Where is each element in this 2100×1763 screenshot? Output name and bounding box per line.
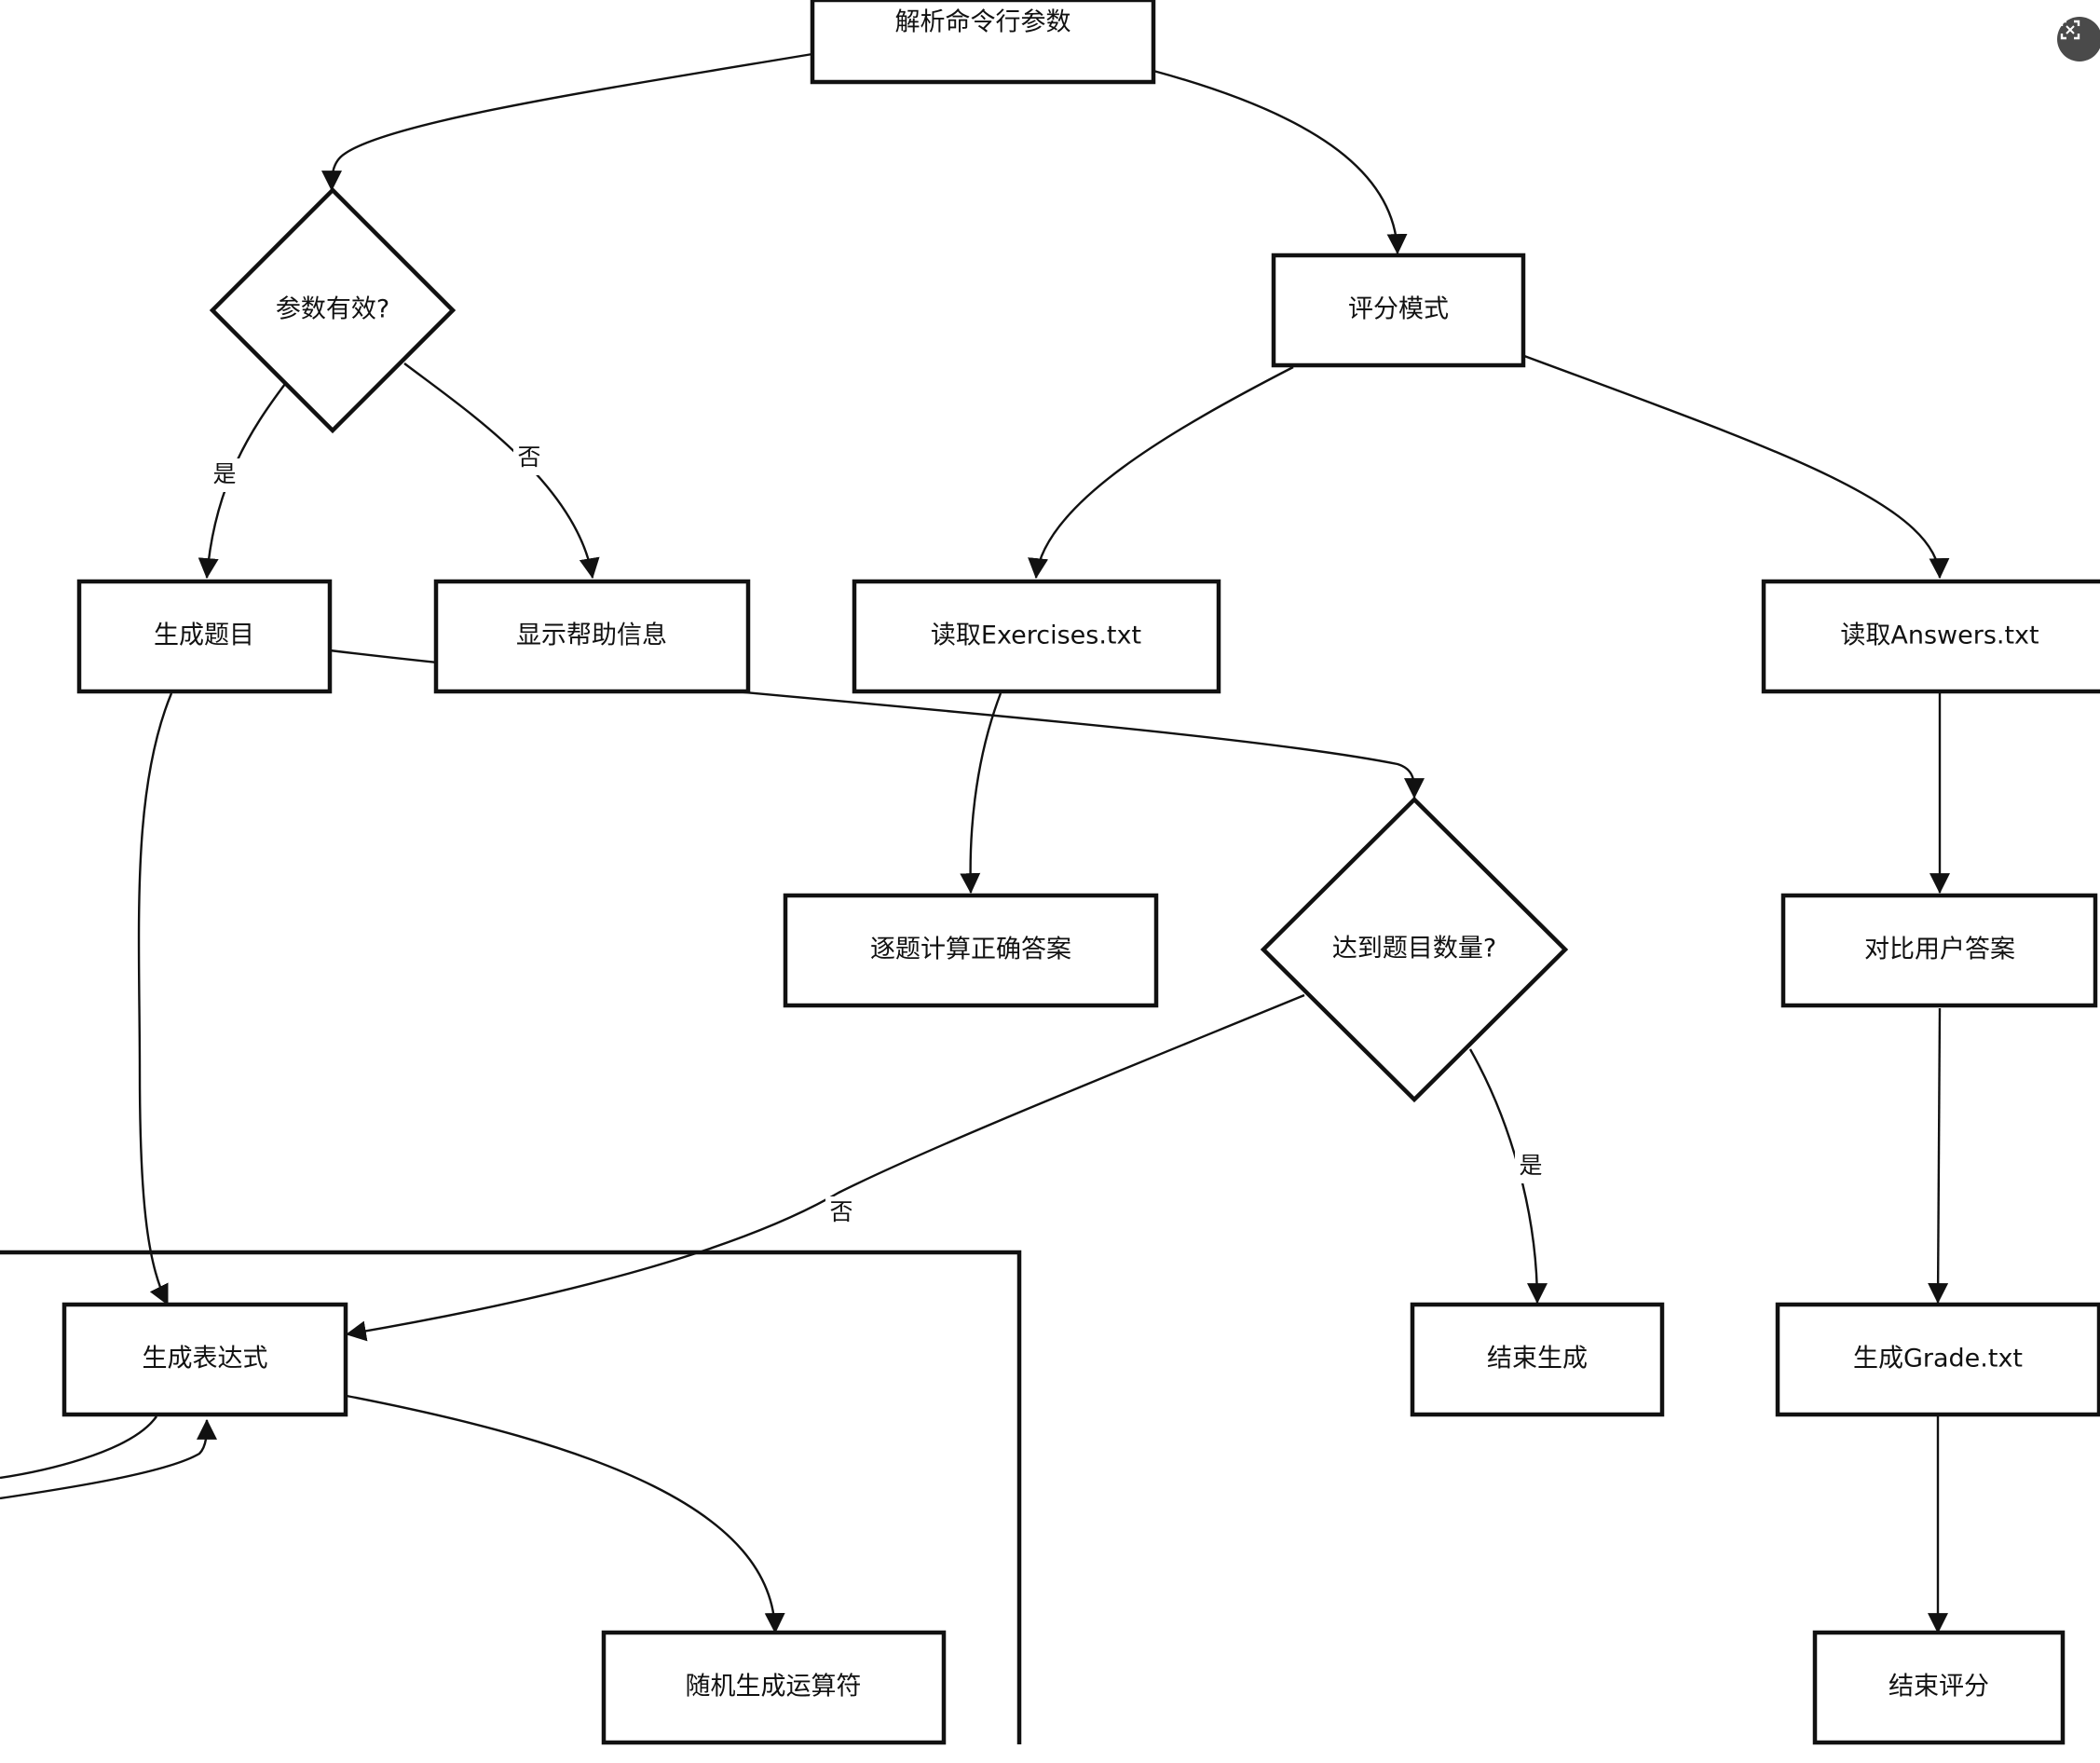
edge-expression-loop-out [0, 1415, 157, 1480]
node-params-valid[interactable] [209, 186, 457, 434]
label-random-operator: 随机生成运算符 [686, 1673, 862, 1702]
label-compare-answers: 对比用户答案 [1864, 936, 2015, 964]
edge-expression-loop-in [0, 1418, 217, 1500]
node-read-answers[interactable] [1761, 579, 2100, 694]
label-calc-answers: 逐题计算正确答案 [870, 936, 1071, 964]
node-generate-grade[interactable] [1775, 1302, 2100, 1417]
node-end-grading[interactable] [1812, 1630, 2066, 1745]
label-reached-count: 达到题目数量? [1332, 935, 1496, 964]
label-end-generation: 结束生成 [1487, 1345, 1588, 1374]
edge-parse-to-valid [321, 52, 813, 192]
edge-grading-to-answers [1523, 354, 1950, 580]
node-grading-mode[interactable] [1271, 253, 1526, 368]
node-show-help[interactable] [433, 579, 751, 694]
label-grading-mode: 评分模式 [1348, 295, 1449, 324]
label-generate-questions: 生成题目 [154, 622, 254, 650]
edge-valid-no-help [403, 362, 600, 580]
edge-label-reached-no: 否 [829, 1198, 852, 1225]
node-generate-expression[interactable] [61, 1302, 348, 1417]
label-generate-grade: 生成Grade.txt [1853, 1345, 2023, 1374]
node-calc-answers[interactable] [783, 893, 1159, 1008]
edge-label-bg-reached-yes [1515, 1150, 1547, 1183]
edge-label-reached-yes: 是 [1519, 1152, 1542, 1179]
node-end-generation[interactable] [1410, 1302, 1665, 1417]
node-random-operator[interactable] [601, 1630, 947, 1745]
label-show-help: 显示帮助信息 [516, 622, 667, 650]
edge-label-bg-valid-yes [209, 458, 240, 492]
edge-label-valid-yes: 是 [212, 460, 236, 487]
label-generate-expression: 生成表达式 [143, 1345, 268, 1374]
edge-expression-to-operator [346, 1394, 785, 1634]
edge-compare-to-grade [1928, 1007, 1949, 1305]
edge-label-bg-reached-no [825, 1196, 857, 1230]
node-read-exercises[interactable] [852, 579, 1221, 694]
edge-exercises-to-calc [960, 692, 1002, 895]
edge-parse-to-grading [1152, 69, 1408, 255]
edge-grading-to-exercises [1028, 365, 1294, 580]
fit-view-icon [2060, 20, 2080, 40]
edge-label-bg-valid-no [513, 442, 545, 475]
edge-label-valid-no: 否 [517, 444, 540, 471]
label-read-exercises: 读取Exercises.txt [931, 622, 1141, 650]
subprocess-frame [0, 1250, 1022, 1744]
label-end-grading: 结束评分 [1889, 1673, 1989, 1702]
node-generate-questions[interactable] [76, 579, 333, 694]
edge-generate-to-expression [137, 692, 173, 1305]
label-read-answers: 读取Answers.txt [1840, 622, 2039, 650]
node-compare-answers[interactable] [1780, 893, 2098, 1008]
fit-view-button[interactable] [2057, 17, 2100, 62]
edge-reached-no-expression [345, 993, 1305, 1342]
label-parse-args: 解析命令行参数 [895, 8, 1071, 37]
node-reached-count[interactable] [1260, 796, 1569, 1103]
node-parse-args[interactable] [810, 0, 1156, 85]
label-params-valid: 参数有效? [276, 295, 389, 324]
